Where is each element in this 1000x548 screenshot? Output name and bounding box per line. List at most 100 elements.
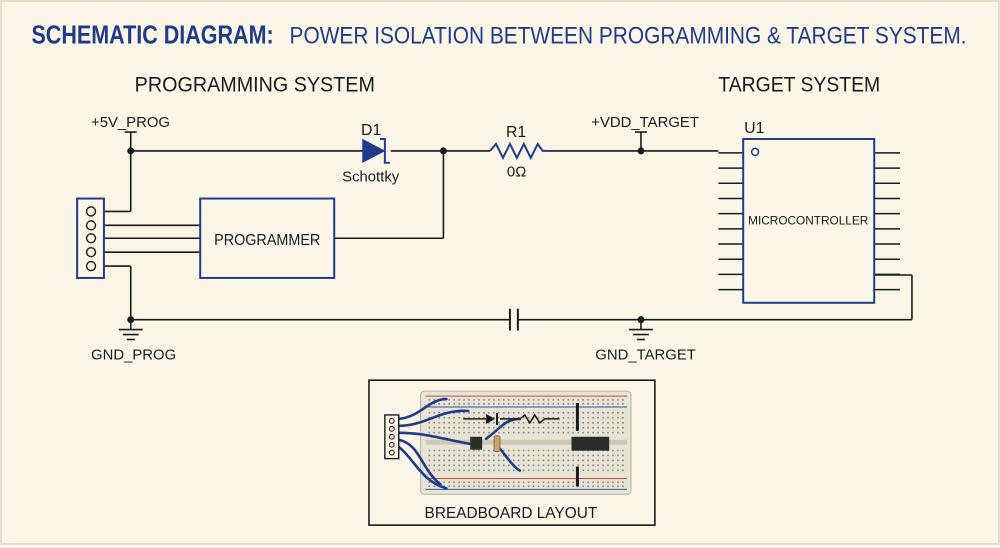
breadboard-hole <box>507 403 510 405</box>
breadboard-hole <box>428 411 431 414</box>
net-label-gnd-prog: GND_PROG <box>91 347 176 363</box>
breadboard-hole <box>507 485 510 488</box>
breadboard-hole <box>468 464 470 467</box>
breadboard-hole <box>522 421 525 424</box>
breadboard-hole <box>557 431 560 434</box>
breadboard-hole <box>552 431 555 434</box>
breadboard-hole <box>532 469 535 472</box>
breadboard-hole <box>572 403 575 405</box>
breadboard-hole <box>622 481 624 484</box>
breadboard-hole <box>617 399 619 401</box>
breadboard-hole <box>527 459 530 462</box>
breadboard-hole <box>458 416 460 419</box>
breadboard-hole <box>547 469 550 472</box>
breadboard-hole <box>483 403 485 405</box>
breadboard-hole <box>448 426 450 429</box>
ground-symbol-target <box>629 319 653 341</box>
breadboard-hole <box>478 481 480 484</box>
breadboard-hole <box>522 459 525 462</box>
programmer-block <box>199 197 336 279</box>
breadboard-hole <box>522 454 525 457</box>
breadboard-hole <box>453 459 455 462</box>
breadboard-hole <box>438 459 441 462</box>
breadboard-hole <box>522 469 525 472</box>
breadboard-hole <box>522 403 525 405</box>
breadboard-hole <box>597 485 599 488</box>
breadboard-hole <box>547 403 550 405</box>
breadboard-hole <box>448 481 450 484</box>
breadboard-hole <box>502 426 505 429</box>
breadboard-hole <box>572 399 575 401</box>
breadboard-hole <box>612 431 614 434</box>
breadboard-hole <box>512 469 515 472</box>
breadboard-hole <box>537 481 540 484</box>
breadboard-hole <box>507 454 510 457</box>
breadboard-hole <box>498 464 500 467</box>
breadboard-hole <box>582 426 584 429</box>
breadboard-hole <box>428 464 431 467</box>
breadboard-hole <box>592 481 594 484</box>
breadboard-hole <box>502 399 505 401</box>
breadboard-hole <box>463 399 465 401</box>
breadboard-hole <box>463 411 465 414</box>
breadboard-hole <box>507 399 510 401</box>
breadboard-hole <box>617 403 619 405</box>
breadboard-hole <box>547 485 550 488</box>
breadboard-hole <box>532 485 535 488</box>
breadboard-hole <box>542 459 545 462</box>
breadboard-hole <box>577 464 580 467</box>
breadboard-hole <box>587 416 589 419</box>
breadboard-hole <box>517 459 520 462</box>
breadboard-hole <box>517 421 520 424</box>
breadboard-hole <box>542 485 545 488</box>
breadboard-hole <box>552 416 555 419</box>
breadboard-hole <box>522 431 525 434</box>
breadboard-hole <box>428 421 431 424</box>
breadboard-hole <box>448 399 450 401</box>
breadboard-hole <box>567 416 570 419</box>
breadboard-hole <box>622 485 624 488</box>
breadboard-hole <box>592 431 594 434</box>
breadboard-hole <box>493 469 495 472</box>
programmer-label: PROGRAMMER <box>214 232 320 249</box>
junction-5v <box>127 147 135 155</box>
breadboard-hole <box>582 469 584 472</box>
breadboard-hole <box>547 416 550 419</box>
breadboard-hole <box>517 449 520 452</box>
breadboard-hole <box>488 469 490 472</box>
breadboard-hole <box>458 469 460 472</box>
breadboard-hole <box>572 485 575 488</box>
breadboard-hole <box>502 403 505 405</box>
r1-value-label: 0Ω <box>507 165 526 181</box>
breadboard-hole <box>438 411 441 414</box>
breadboard-hole <box>483 469 485 472</box>
breadboard-hole <box>577 454 580 457</box>
breadboard-hole <box>617 469 619 472</box>
breadboard-hole <box>602 459 604 462</box>
breadboard-hole <box>478 485 480 488</box>
breadboard-hole <box>433 464 436 467</box>
breadboard-hole <box>527 431 530 434</box>
breadboard-hole <box>468 481 470 484</box>
breadboard-hole <box>428 399 431 401</box>
breadboard-hole <box>567 403 570 405</box>
breadboard-hole <box>473 426 475 429</box>
breadboard-hole <box>587 481 589 484</box>
breadboard-hole <box>622 416 624 419</box>
header-pin <box>85 260 97 272</box>
breadboard-hole <box>507 449 510 452</box>
target-system-heading: TARGET SYSTEM <box>718 73 880 96</box>
breadboard-hole <box>478 459 480 462</box>
breadboard-hole <box>428 454 431 457</box>
breadboard-hole <box>567 449 570 452</box>
breadboard-hole <box>622 469 624 472</box>
breadboard-hole <box>572 459 575 462</box>
breadboard-hole <box>602 464 604 467</box>
breadboard-hole <box>542 421 545 424</box>
breadboard-hole <box>562 449 565 452</box>
breadboard-hole <box>542 403 545 405</box>
breadboard-hole <box>468 421 470 424</box>
breadboard-hole <box>567 485 570 488</box>
diode-symbol <box>362 137 390 164</box>
breadboard-hole <box>557 449 560 452</box>
